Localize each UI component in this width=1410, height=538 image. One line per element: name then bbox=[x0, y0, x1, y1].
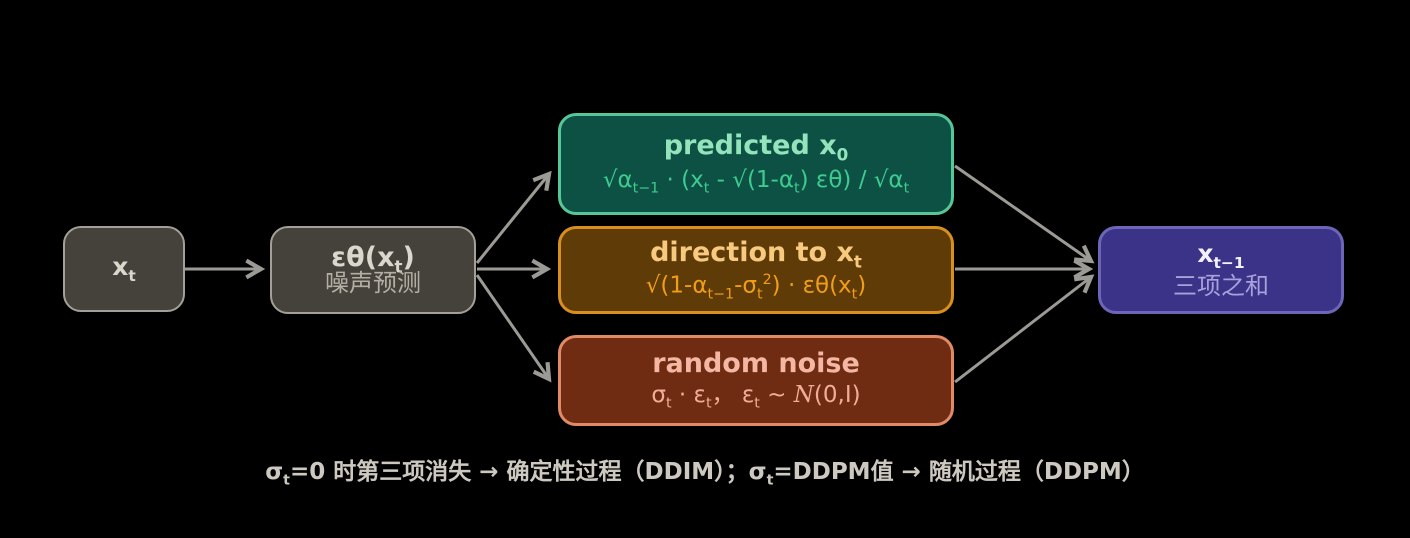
node-xt-minus-1-title: xt−1 bbox=[1197, 238, 1245, 272]
node-noise-prediction-formula: εθ(xt) bbox=[331, 242, 415, 277]
node-xt: xt bbox=[63, 226, 185, 312]
node-xt-minus-1: xt−1 三项之和 bbox=[1098, 226, 1344, 314]
node-direction-to-xt: direction to xt √(1-αt−1-σt2) · εθ(xt) bbox=[558, 226, 954, 314]
node-predicted-x0-formula: √αt−1 · (xt - √(1-αt) εθ) / √αt bbox=[602, 167, 910, 197]
node-random-noise-formula: σt · εt， εt ~ N(0,I) bbox=[651, 382, 861, 412]
node-random-noise: random noise σt · εt， εt ~ N(0,I) bbox=[558, 335, 954, 426]
arrow-eps-to-random bbox=[475, 274, 549, 379]
node-random-noise-title: random noise bbox=[652, 347, 860, 379]
node-noise-prediction: εθ(xt) 噪声预测 bbox=[270, 226, 476, 314]
node-predicted-x0: predicted x0 √αt−1 · (xt - √(1-αt) εθ) /… bbox=[558, 113, 954, 215]
node-direction-to-xt-formula: √(1-αt−1-σt2) · εθ(xt) bbox=[645, 272, 867, 303]
arrow-random-to-xt1 bbox=[954, 277, 1091, 384]
node-direction-to-xt-title: direction to xt bbox=[650, 236, 862, 271]
node-xt-label: xt bbox=[112, 252, 136, 286]
node-noise-prediction-label: 噪声预测 bbox=[325, 268, 421, 297]
arrow-eps-to-predicted bbox=[475, 174, 549, 264]
caption-sigma-explanation: σt=0 时第三项消失 → 确定性过程（DDIM）；σt=DDPM值 → 随机过… bbox=[265, 459, 1145, 489]
arrow-predicted-to-xt1 bbox=[954, 164, 1091, 261]
node-predicted-x0-title: predicted x0 bbox=[663, 129, 849, 165]
node-xt-minus-1-label: 三项之和 bbox=[1173, 272, 1269, 301]
